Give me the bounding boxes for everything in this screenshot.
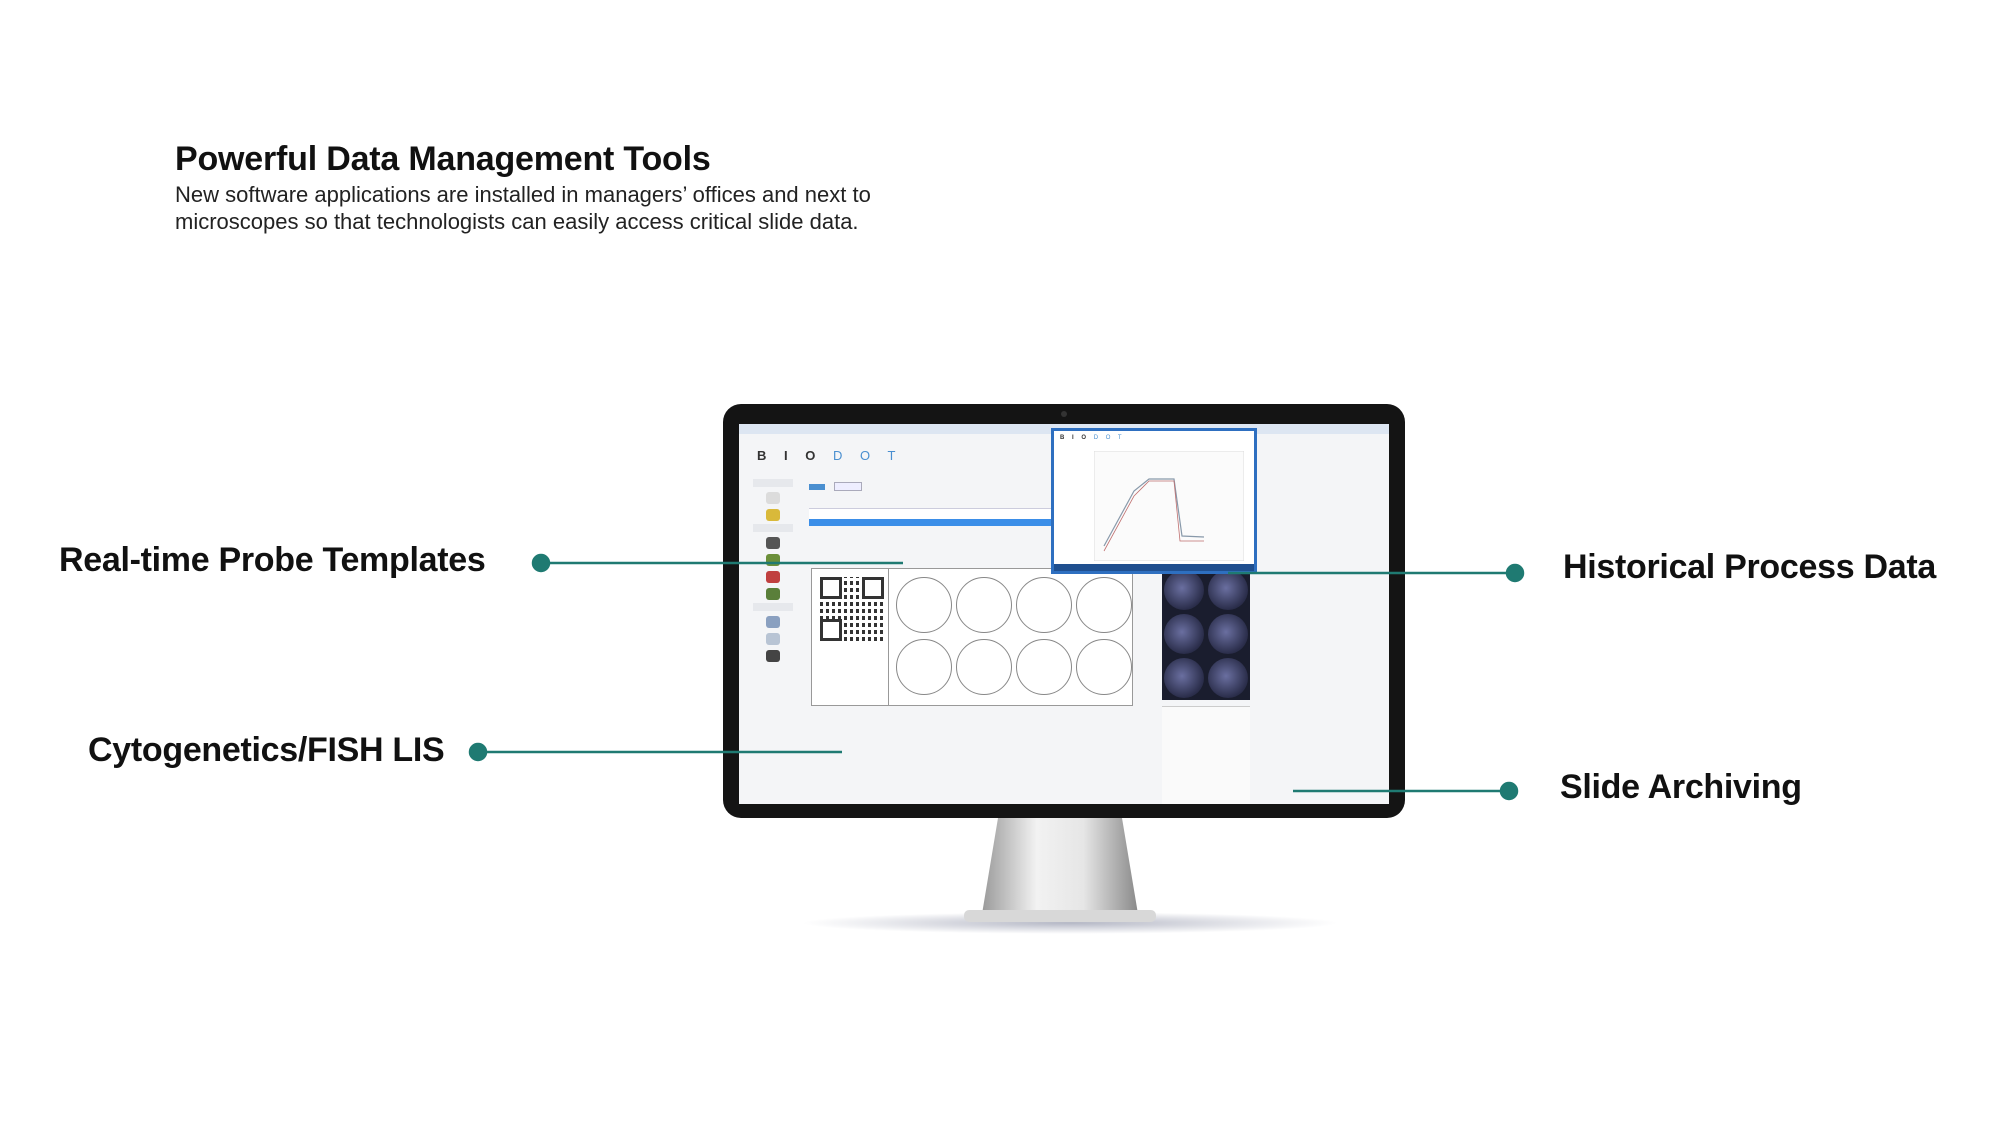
logo-bio: B I O [757,448,823,463]
cell-image-gallery [1162,568,1250,700]
webcam [1061,411,1067,417]
callout-slide-archiving: Slide Archiving [1560,768,1802,806]
sidebar-icon[interactable] [766,650,780,662]
cell-image[interactable] [1208,614,1248,654]
popup-logo: B I O D O T [1060,435,1125,441]
slide-well[interactable] [896,639,952,695]
slide-barcode-input[interactable] [809,483,825,490]
process-curve [1103,478,1205,547]
search-row [809,482,863,491]
sidebar-icon[interactable] [766,571,780,583]
monitor: B I O D O T [723,404,1405,818]
cell-image[interactable] [1164,658,1204,698]
monitor-screen: B I O D O T [739,424,1389,804]
sidebar-icon[interactable] [766,616,780,628]
cell-image[interactable] [1164,570,1204,610]
slide-detail-panel [811,568,1133,706]
callout-fish-lis: Cytogenetics/FISH LIS [88,731,445,769]
slide-well[interactable] [896,577,952,633]
slide-well[interactable] [956,577,1012,633]
monitor-shadow [800,912,1340,934]
process-line-chart [1094,451,1244,561]
process-curve [1103,480,1204,552]
sidebar-icon[interactable] [766,537,780,549]
qr-finder [820,619,842,641]
slide-well[interactable] [956,639,1012,695]
popup-logo-dot: D O T [1093,435,1125,441]
app-main [809,478,1179,798]
slide-archiving-dot [1499,781,1519,801]
app-sidebar [749,476,799,796]
app-logo: B I O D O T [757,448,902,463]
monitor-stand [964,818,1156,922]
qr-code [820,577,884,641]
callout-historical-data: Historical Process Data [1563,548,1936,586]
probe-templates-dot [531,553,551,573]
sidebar-icon[interactable] [766,554,780,566]
slide-well[interactable] [1016,577,1072,633]
cell-image[interactable] [1208,658,1248,698]
slide-well[interactable] [1076,577,1132,633]
page-headline: Powerful Data Management Tools [175,140,711,178]
detail-separator [888,569,889,705]
window-taskbar [1054,564,1254,571]
fish-lis-dot [468,742,488,762]
qr-finder [862,577,884,599]
slide-well[interactable] [1076,639,1132,695]
search-button[interactable] [834,482,863,491]
callout-probe-templates: Real-time Probe Templates [59,541,486,579]
sidebar-item[interactable] [753,479,793,487]
sidebar-item[interactable] [753,524,793,532]
archive-panel [1162,706,1250,804]
historical-data-dot [1505,563,1525,583]
sidebar-icon[interactable] [766,633,780,645]
process-data-window: B I O D O T [1051,428,1257,574]
cell-image[interactable] [1208,570,1248,610]
cell-image[interactable] [1164,614,1204,654]
sidebar-icon[interactable] [766,509,780,521]
sidebar-item[interactable] [753,603,793,611]
sidebar-icon[interactable] [766,588,780,600]
page-subtitle-line2: microscopes so that technologists can ea… [175,209,859,234]
results-table-row-selected[interactable] [809,519,1139,526]
page-subtitle-line1: New software applications are installed … [175,182,871,207]
results-table-header [809,508,1139,519]
logo-dot: D O T [832,448,903,463]
qr-finder [820,577,842,599]
sidebar-icon[interactable] [766,492,780,504]
slide-well[interactable] [1016,639,1072,695]
popup-logo-bio: B I O [1060,435,1090,441]
